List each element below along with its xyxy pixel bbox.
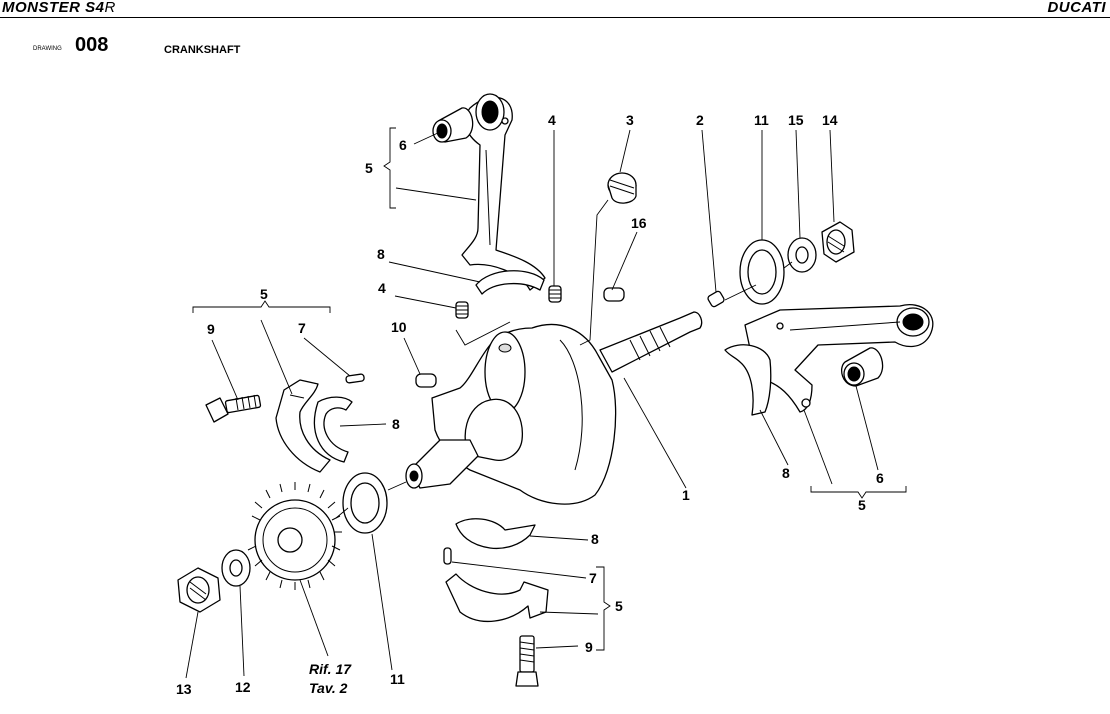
reference-line-1: Rif. 17	[309, 661, 352, 677]
threaded-plug-3	[607, 172, 637, 204]
connecting-rod-top	[461, 93, 546, 291]
callout-1: 1	[682, 487, 690, 503]
grub-screw-4-lower	[455, 301, 469, 319]
nut-14	[821, 221, 855, 263]
shim-ring-11-right	[739, 239, 785, 305]
callout-4-lower: 4	[378, 280, 386, 296]
reference-line-2: Tav. 2	[309, 680, 348, 696]
timing-gear	[247, 482, 342, 590]
main-bearing-cap-left	[275, 379, 331, 473]
callout-3: 3	[626, 112, 634, 128]
callout-11-left: 11	[390, 671, 405, 687]
bolt-9-lower	[515, 635, 539, 687]
model-suffix: R	[104, 0, 116, 16]
brand-logo-text: DUCATI	[1047, 0, 1106, 16]
bracket-group-5-top	[383, 127, 396, 209]
callout-5-top: 5	[365, 160, 373, 176]
bolt-9-left	[205, 394, 262, 423]
callout-8-left: 8	[392, 416, 400, 432]
key-16	[603, 287, 625, 302]
drawing-number: 008	[75, 34, 109, 56]
callout-9-lower: 9	[585, 639, 593, 655]
header-rule	[0, 17, 1110, 18]
shim-ring-11-left	[342, 472, 388, 534]
callout-7-lower: 7	[589, 570, 597, 586]
bracket-group-5-left	[192, 300, 331, 313]
leader-lines	[185, 129, 879, 679]
model-name: MONSTER S4R	[2, 0, 116, 16]
callout-11-right: 11	[754, 112, 769, 128]
callout-13: 13	[176, 681, 192, 697]
dowel-7-left	[345, 373, 365, 384]
callout-2: 2	[696, 112, 704, 128]
connecting-rod-right	[744, 304, 934, 413]
callout-10: 10	[391, 319, 407, 335]
callout-6-top: 6	[399, 137, 407, 153]
grub-screw-4-upper	[548, 285, 562, 303]
page-header: MONSTER S4R DUCATI	[0, 0, 1110, 18]
drawing-label: DRAWING	[33, 46, 62, 52]
grub-screw-2	[707, 290, 725, 308]
small-end-bushing-right	[841, 347, 884, 387]
crankshaft	[405, 311, 703, 505]
callout-7-left: 7	[298, 320, 306, 336]
washer-12	[221, 549, 251, 587]
callout-8-top: 8	[377, 246, 385, 262]
callout-4-upper: 4	[548, 112, 556, 128]
callout-8-right: 8	[782, 465, 790, 481]
dowel-7-lower	[443, 547, 452, 565]
small-end-bushing-top	[432, 107, 474, 143]
washer-15	[787, 237, 817, 273]
callout-5-left: 5	[260, 286, 268, 302]
nut-13	[177, 567, 221, 613]
callout-14: 14	[822, 112, 838, 128]
callout-5-lower: 5	[615, 598, 623, 614]
drawing-title: CRANKSHAFT	[164, 44, 241, 56]
callout-15: 15	[788, 112, 804, 128]
bracket-group-5-right	[810, 486, 907, 499]
callout-5-right: 5	[858, 497, 866, 513]
callout-12: 12	[235, 679, 251, 695]
main-bearing-shell-lower	[455, 518, 536, 550]
callout-6-right: 6	[876, 470, 884, 486]
key-10	[415, 373, 437, 388]
big-end-bearing-top	[475, 270, 545, 295]
callout-9-left: 9	[207, 321, 215, 337]
callout-16: 16	[631, 215, 647, 231]
big-end-bearing-right	[724, 344, 772, 416]
main-bearing-shell-left	[313, 396, 353, 463]
bracket-group-5-lower	[596, 566, 611, 651]
callout-8-lower: 8	[591, 531, 599, 547]
main-bearing-cap-lower	[445, 573, 549, 622]
